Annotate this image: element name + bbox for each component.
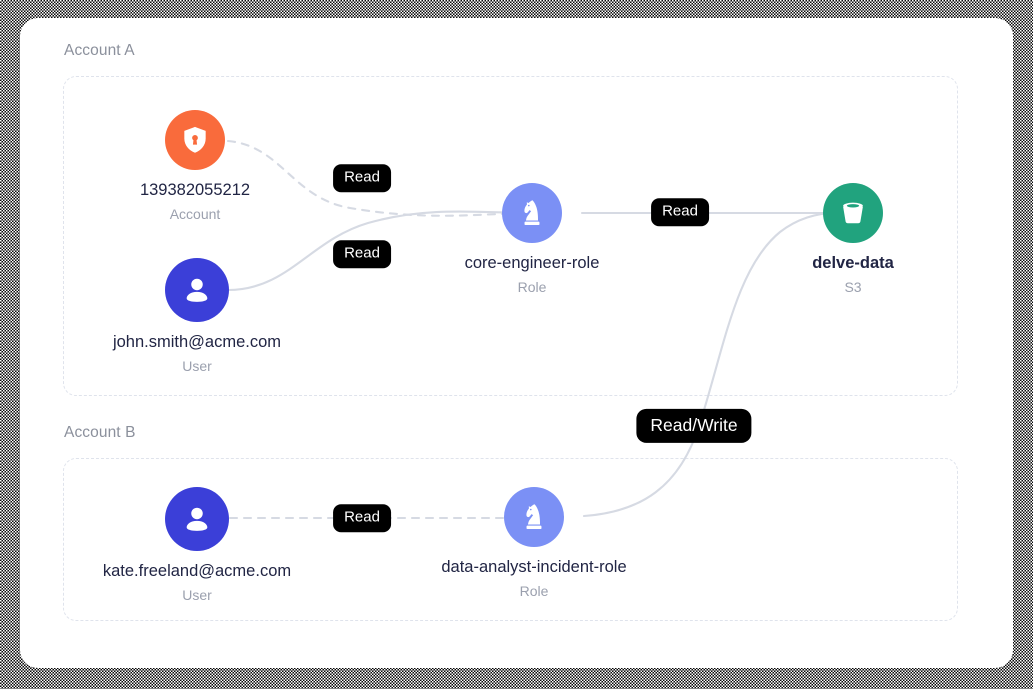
node-bucket-delve-data-title: delve-data (812, 254, 894, 272)
node-role-core-engineer-title: core-engineer-role (464, 254, 600, 272)
node-bucket-delve-data-subtitle: S3 (844, 278, 862, 295)
edge-label-analyst-role-to-bucket[interactable]: Read/Write (636, 408, 752, 444)
node-user-john-subtitle: User (182, 357, 212, 374)
chess-knight-icon (502, 183, 562, 243)
node-role-data-analyst[interactable]: data-analyst-incident-role Role (404, 487, 664, 599)
shield-lock-icon (165, 110, 225, 170)
user-icon (165, 258, 229, 322)
node-user-kate[interactable]: kate.freeland@acme.com User (67, 487, 327, 603)
group-label-account-b: Account B (64, 424, 136, 441)
edge-label-role-to-bucket[interactable]: Read (651, 198, 709, 226)
node-user-kate-subtitle: User (182, 586, 212, 603)
group-label-account-a: Account A (64, 42, 135, 59)
user-icon (165, 487, 229, 551)
edge-label-account-to-role[interactable]: Read (333, 164, 391, 192)
node-role-core-engineer[interactable]: core-engineer-role Role (402, 183, 662, 295)
node-role-data-analyst-subtitle: Role (519, 582, 549, 599)
node-user-john-title: john.smith@acme.com (112, 333, 282, 351)
graph-canvas: Account A Account B Read Read Read Read … (20, 18, 1013, 668)
group-container-account-a (63, 76, 958, 396)
edge-label-john-to-role[interactable]: Read (333, 240, 391, 268)
node-account[interactable]: 139382055212 Account (65, 110, 325, 222)
bucket-icon (823, 183, 883, 243)
node-bucket-delve-data[interactable]: delve-data S3 (723, 183, 983, 295)
chess-knight-icon (504, 487, 564, 547)
node-user-john[interactable]: john.smith@acme.com User (67, 258, 327, 374)
node-role-core-engineer-subtitle: Role (517, 278, 547, 295)
node-user-kate-title: kate.freeland@acme.com (102, 562, 292, 580)
node-account-subtitle: Account (169, 205, 221, 222)
node-role-data-analyst-title: data-analyst-incident-role (441, 558, 627, 576)
group-container-account-b (63, 458, 958, 621)
edge-label-kate-to-analyst-role[interactable]: Read (333, 504, 391, 532)
node-account-title: 139382055212 (139, 181, 251, 199)
